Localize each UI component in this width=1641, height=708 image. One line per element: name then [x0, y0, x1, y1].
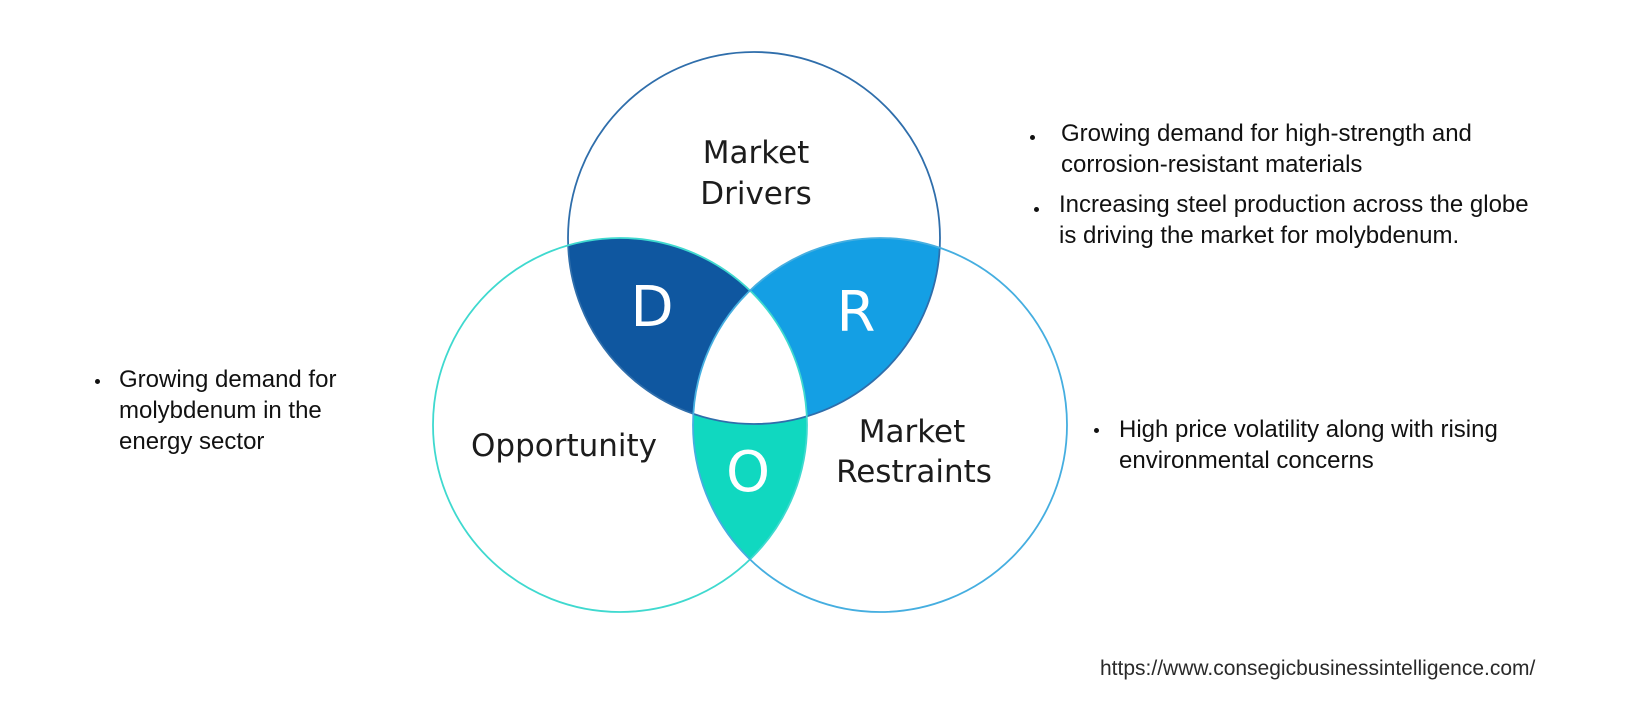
- bullet-dot: [95, 379, 100, 384]
- market-restraints-circle: [692, 237, 1068, 613]
- opportunity-circle: [432, 237, 808, 613]
- source-url: https://www.consegicbusinessintelligence…: [1100, 657, 1536, 680]
- drivers-bullet-1: Growing demand for high-strength and cor…: [1061, 120, 1472, 178]
- market-restraints-label-line1: Market: [859, 414, 966, 450]
- overlap-d-region: [568, 238, 807, 424]
- overlap-o-letter: O: [726, 440, 770, 505]
- market-drivers-circle: [567, 51, 941, 425]
- bullet-dot: [1034, 207, 1039, 212]
- drivers-bullet-2: Increasing steel production across the g…: [1059, 191, 1529, 249]
- overlap-r-region: [693, 238, 940, 424]
- overlap-r-letter: R: [837, 280, 876, 345]
- overlap-d-letter: D: [630, 275, 673, 340]
- opportunity-bullet-1: Growing demand for molybdenum in the ene…: [119, 366, 337, 455]
- market-drivers-label-line2: Drivers: [700, 176, 812, 212]
- bullet-dot: [1030, 135, 1035, 140]
- bullet-dot: [1094, 428, 1099, 433]
- restraints-bullet-1: High price volatility along with rising …: [1119, 416, 1498, 474]
- market-drivers-label-line1: Market: [703, 135, 810, 171]
- opportunity-label: Opportunity: [471, 428, 657, 464]
- market-restraints-label-line2: Restraints: [836, 454, 992, 490]
